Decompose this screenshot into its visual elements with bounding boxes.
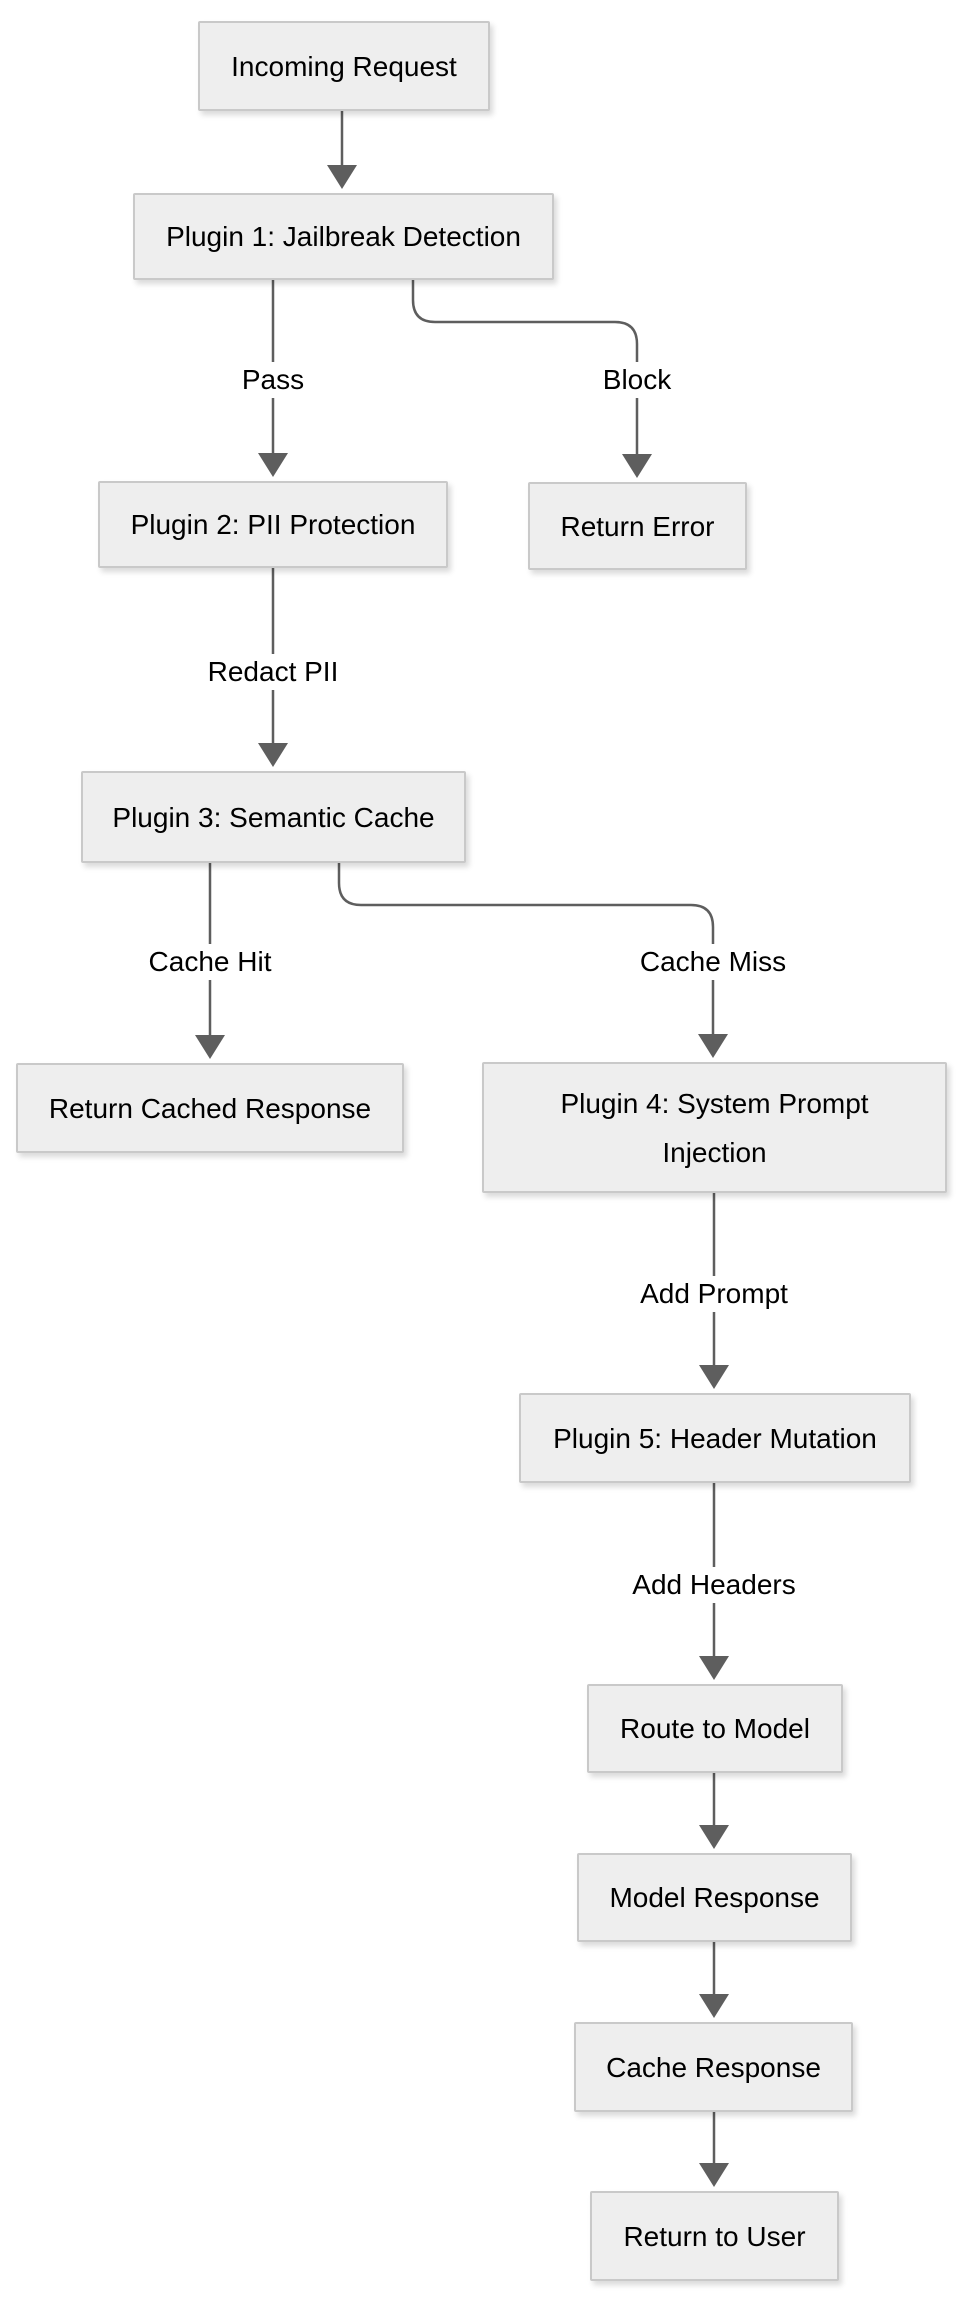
node-return-error: Return Error bbox=[528, 482, 747, 570]
node-label: Incoming Request bbox=[231, 50, 457, 82]
arrowhead-plugin5-to-route bbox=[699, 1656, 729, 1680]
edge-label-block: Block bbox=[592, 362, 682, 398]
arrowhead-plugin4-to-plugin5 bbox=[699, 1365, 729, 1389]
arrowhead-route-to-model-response bbox=[699, 1825, 729, 1849]
node-incoming-request: Incoming Request bbox=[198, 21, 490, 111]
node-plugin2-pii-protection: Plugin 2: PII Protection bbox=[98, 481, 448, 568]
node-plugin4-system-prompt-injection: Plugin 4: System Prompt Injection bbox=[482, 1062, 947, 1193]
edge-plugin1-to-return-error bbox=[411, 280, 639, 455]
arrowhead-plugin3-to-return-cached bbox=[195, 1035, 225, 1059]
node-label-line2: Injection bbox=[662, 1136, 767, 1168]
node-return-to-user: Return to User bbox=[590, 2191, 839, 2281]
edge-label-cache-miss: Cache Miss bbox=[629, 944, 797, 980]
edge-label-add-prompt: Add Prompt bbox=[630, 1276, 798, 1312]
edge-label-redact-pii: Redact PII bbox=[197, 654, 349, 690]
node-label: Return to User bbox=[623, 2220, 806, 2252]
arrowhead-incoming-to-plugin1 bbox=[327, 165, 357, 189]
node-label: Cache Response bbox=[606, 2051, 821, 2083]
node-plugin1-jailbreak-detection: Plugin 1: Jailbreak Detection bbox=[133, 193, 554, 280]
node-label: Model Response bbox=[609, 1882, 820, 1913]
node-model-response: Model Response bbox=[577, 1853, 852, 1942]
node-return-cached-response: Return Cached Response bbox=[16, 1063, 404, 1153]
node-cache-response: Cache Response bbox=[574, 2022, 853, 2112]
node-label: Plugin 2: PII Protection bbox=[130, 509, 416, 540]
node-plugin3-semantic-cache: Plugin 3: Semantic Cache bbox=[81, 771, 466, 863]
node-label: Plugin 1: Jailbreak Detection bbox=[166, 221, 521, 252]
arrowhead-model-response-to-cache-response bbox=[699, 1994, 729, 2018]
edge-label-pass: Pass bbox=[231, 362, 315, 398]
node-route-to-model: Route to Model bbox=[587, 1684, 843, 1773]
arrowhead-plugin1-to-return-error bbox=[622, 454, 652, 478]
node-label: Plugin 5: Header Mutation bbox=[553, 1422, 877, 1454]
node-label: Route to Model bbox=[620, 1713, 810, 1744]
edge-label-cache-hit: Cache Hit bbox=[138, 944, 282, 980]
node-label: Return Error bbox=[560, 510, 715, 542]
arrowhead-plugin3-to-plugin4 bbox=[698, 1034, 728, 1058]
arrowhead-cache-response-to-return-user bbox=[699, 2163, 729, 2187]
edge-plugin3-to-plugin4 bbox=[337, 863, 715, 1035]
node-label-line1: Plugin 4: System Prompt bbox=[560, 1087, 869, 1119]
arrowhead-plugin2-to-plugin3 bbox=[258, 743, 288, 767]
node-label: Plugin 3: Semantic Cache bbox=[112, 801, 435, 833]
arrowhead-plugin1-to-plugin2 bbox=[258, 453, 288, 477]
edge-label-add-headers: Add Headers bbox=[622, 1567, 806, 1603]
node-label: Return Cached Response bbox=[48, 1092, 372, 1124]
node-plugin5-header-mutation: Plugin 5: Header Mutation bbox=[519, 1393, 911, 1483]
